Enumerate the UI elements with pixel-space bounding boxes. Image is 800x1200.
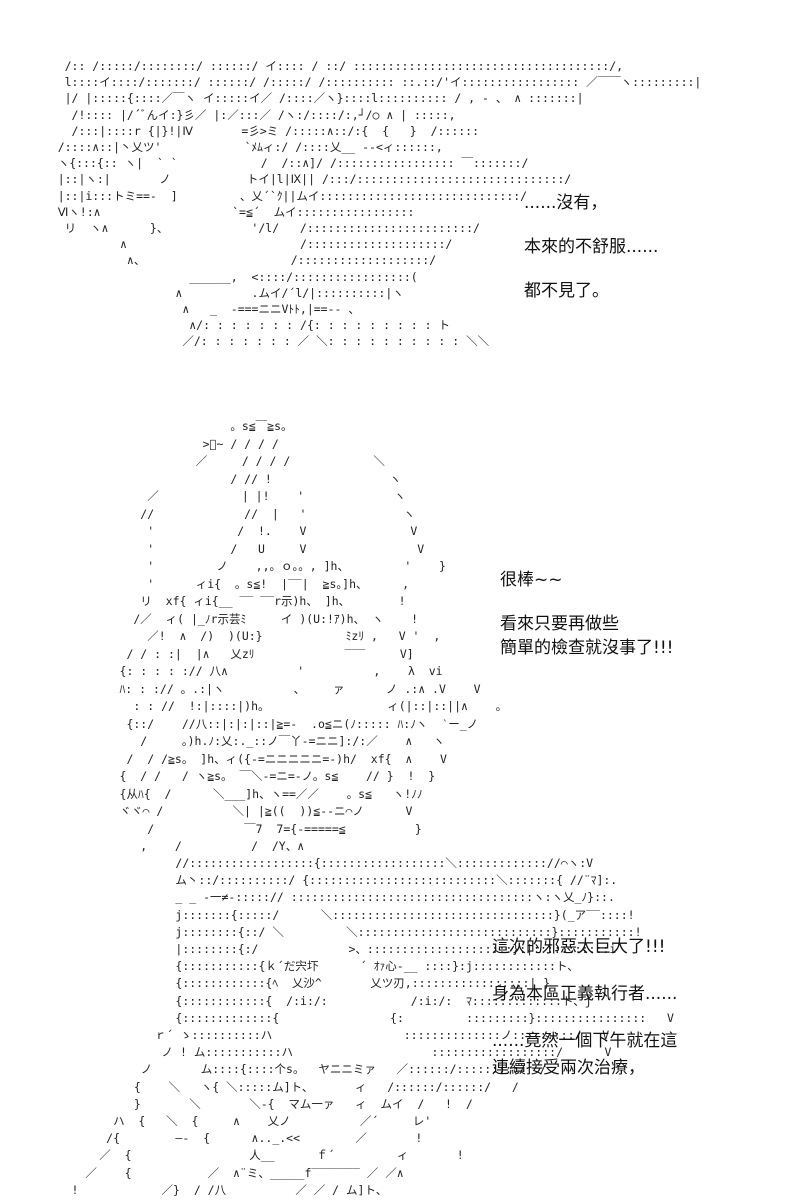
dialogue-line: 很棒~~ (500, 570, 563, 590)
dialogue-line: 身為本區正義執行者...... (492, 984, 678, 1004)
dialogue-panel-2: 很棒~~ 看來只要再做些 簡單的檢查就沒事了!!! (500, 568, 673, 660)
ascii-art-panel-1: /:: /:::::/::::::::/ ::::::/ イ:::: / ::/… (57, 59, 702, 349)
dialogue-gap (492, 961, 677, 981)
ascii-art-panel-3: //::::::::::::::::::{::::::::::::::::::＼… (71, 856, 674, 1197)
dialogue-gap (492, 1008, 677, 1028)
dialogue-line: 這次的邪惡太巨大了!!! (492, 937, 666, 957)
dialogue-panel-1: ......沒有， 本來的不舒服...... 都不見了。 (524, 192, 658, 302)
dialogue-line: 本來的不舒服...... (524, 237, 659, 257)
dialogue-line: 都不見了。 (524, 281, 609, 301)
dialogue-line: 看來只要再做些 (500, 614, 619, 634)
dialogue-line: ......竟然一個下午就在這 (492, 1031, 678, 1051)
dialogue-line: ......沒有， (524, 193, 608, 213)
dialogue-gap (500, 592, 673, 612)
dialogue-gap (524, 258, 658, 280)
dialogue-gap (524, 214, 658, 236)
dialogue-panel-3: 這次的邪惡太巨大了!!! 身為本區正義執行者...... ......竟然一個下… (492, 934, 677, 1082)
dialogue-line: 簡單的檢查就沒事了!!! (500, 638, 674, 658)
dialogue-line: 連續接受兩次治療， (492, 1058, 645, 1078)
ascii-art-panel-2: 。s≦￣≧s。 >ﾞ~ / / / / ／ / / / / ＼ / // ! ヽ… (119, 419, 508, 853)
